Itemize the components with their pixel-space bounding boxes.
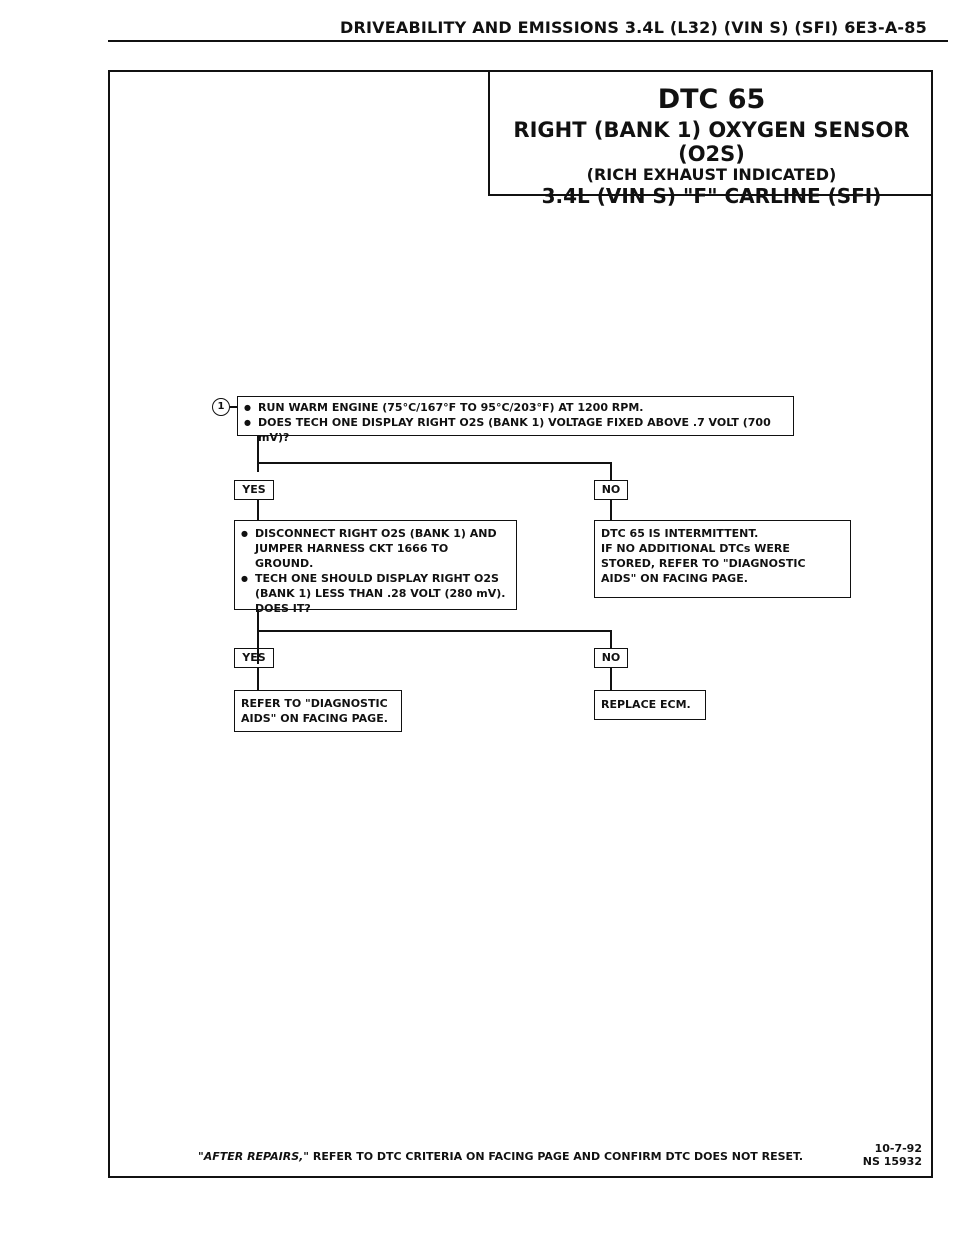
step2-box: DISCONNECT RIGHT O2S (BANK 1) AND JUMPER… bbox=[234, 520, 517, 615]
step2-bullet-1: DISCONNECT RIGHT O2S (BANK 1) AND JUMPER… bbox=[241, 526, 510, 571]
step-number-badge: 1 bbox=[212, 398, 230, 416]
reference-number: 10-7-92 NS 15932 bbox=[832, 1142, 922, 1168]
footer-text: REFER TO DTC CRITERIA ON FACING PAGE AND… bbox=[312, 1150, 804, 1163]
header-rule bbox=[108, 40, 948, 42]
reference-code: NS 15932 bbox=[862, 1155, 922, 1168]
replace-ecm-text: REPLACE ECM. bbox=[601, 698, 691, 711]
step1-bullet-1: RUN WARM ENGINE (75°C/167°F TO 95°C/203°… bbox=[244, 400, 787, 415]
intermittent-box: DTC 65 IS INTERMITTENT. IF NO ADDITIONAL… bbox=[594, 520, 851, 598]
flow-line bbox=[257, 668, 259, 690]
flow-line bbox=[610, 630, 612, 648]
no-label: NO bbox=[594, 480, 628, 500]
flow-line bbox=[610, 668, 612, 690]
badge-connector bbox=[230, 406, 238, 408]
condition-title: (RICH EXHAUST INDICATED) bbox=[586, 165, 837, 184]
diagnostic-aids-text: REFER TO "DIAGNOSTIC AIDS" ON FACING PAG… bbox=[241, 697, 388, 725]
flow-line bbox=[257, 610, 259, 664]
flow-line bbox=[610, 462, 612, 480]
step1-box: RUN WARM ENGINE (75°C/167°F TO 95°C/203°… bbox=[237, 396, 794, 444]
yes-label: YES bbox=[234, 480, 274, 500]
flow-line bbox=[257, 630, 611, 632]
reference-date: 10-7-92 bbox=[874, 1142, 922, 1155]
flow-line bbox=[257, 462, 611, 464]
step2-bullet-2: TECH ONE SHOULD DISPLAY RIGHT O2S (BANK … bbox=[241, 571, 510, 601]
diagnostic-aids-box: REFER TO "DIAGNOSTIC AIDS" ON FACING PAG… bbox=[234, 690, 402, 732]
page-header: DRIVEABILITY AND EMISSIONS 3.4L (L32) (V… bbox=[340, 18, 927, 37]
yes-label: YES bbox=[234, 648, 274, 668]
title-box: DTC 65 RIGHT (BANK 1) OXYGEN SENSOR (O2S… bbox=[488, 70, 933, 208]
engine-title: 3.4L (VIN S) "F" CARLINE (SFI) bbox=[541, 184, 882, 208]
footer-note: "AFTER REPAIRS," REFER TO DTC CRITERIA O… bbox=[198, 1150, 803, 1163]
intermittent-line-1: DTC 65 IS INTERMITTENT. bbox=[601, 527, 759, 540]
flow-line bbox=[610, 500, 612, 520]
replace-ecm-box: REPLACE ECM. bbox=[594, 690, 706, 720]
dtc-title: DTC 65 bbox=[657, 84, 766, 115]
sensor-title: RIGHT (BANK 1) OXYGEN SENSOR (O2S) bbox=[513, 118, 910, 166]
step1-bullet-2: DOES TECH ONE DISPLAY RIGHT O2S (BANK 1)… bbox=[244, 415, 787, 445]
flow-line bbox=[257, 500, 259, 520]
no-label: NO bbox=[594, 648, 628, 668]
step2-question: DOES IT? bbox=[255, 602, 311, 615]
footer-italic: "AFTER REPAIRS," bbox=[198, 1150, 310, 1163]
flow-line bbox=[257, 436, 259, 472]
intermittent-line-2: IF NO ADDITIONAL DTCs WERE STORED, REFER… bbox=[601, 542, 806, 585]
page-frame bbox=[108, 70, 933, 1178]
